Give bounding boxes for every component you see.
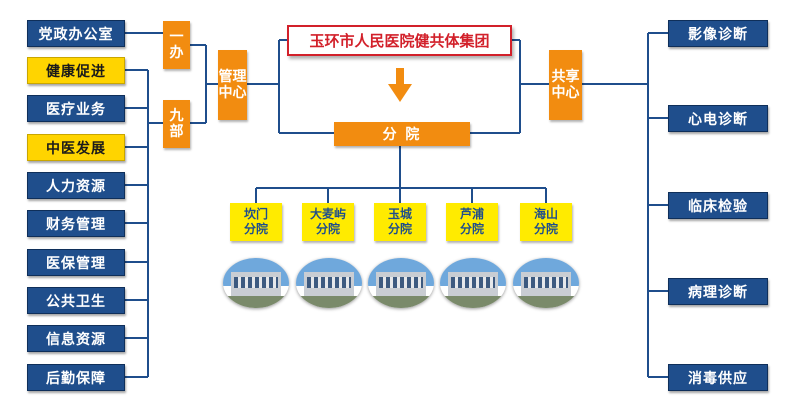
service-imaging: 影像诊断 xyxy=(668,20,768,47)
service-disinfection: 消毒供应 xyxy=(668,364,768,391)
branch-suffix: 分院 xyxy=(243,222,268,236)
branch-name: 玉城 xyxy=(387,207,412,221)
dept-tcm-development: 中医发展 xyxy=(27,134,125,161)
dept-public-health: 公共卫生 xyxy=(27,287,125,314)
branch-suffix: 分院 xyxy=(315,222,340,236)
down-arrow-icon xyxy=(388,68,412,102)
dept-medical-insurance: 医保管理 xyxy=(27,249,125,276)
group-title: 玉环市人民医院健共体集团 xyxy=(287,25,512,56)
service-lab: 临床检验 xyxy=(668,192,768,219)
branch-haishan: 海山 分院 xyxy=(520,203,572,241)
branch-suffix: 分院 xyxy=(459,222,484,236)
shared-center: 共享中心 xyxy=(549,50,582,120)
branch-suffix: 分院 xyxy=(533,222,558,236)
dept-human-resources: 人力资源 xyxy=(27,172,125,199)
service-pathology: 病理诊断 xyxy=(668,278,768,305)
branch-name: 海山 xyxy=(533,207,558,221)
dept-finance: 财务管理 xyxy=(27,210,125,237)
branch-photo-kanmen xyxy=(223,258,289,308)
branch-name: 芦浦 xyxy=(459,207,484,221)
branch-lupu: 芦浦 分院 xyxy=(446,203,498,241)
jiubu-box: 九部 xyxy=(163,100,190,148)
dept-party-office: 党政办公室 xyxy=(27,20,125,47)
management-center: 管理中心 xyxy=(218,50,247,120)
branch-damaiyu: 大麦屿 分院 xyxy=(302,203,354,241)
dept-logistics: 后勤保障 xyxy=(27,364,125,391)
branch-name: 坎门 xyxy=(243,207,268,221)
service-ecg: 心电诊断 xyxy=(668,105,768,132)
branch-photo-damaiyu xyxy=(296,258,362,308)
branch-hospitals-label: 分 院 xyxy=(334,122,470,146)
branch-photo-yucheng xyxy=(368,258,434,308)
dept-information: 信息资源 xyxy=(27,325,125,352)
dept-medical-business: 医疗业务 xyxy=(27,95,125,122)
branch-name: 大麦屿 xyxy=(309,207,346,221)
branch-photo-haishan xyxy=(513,258,579,308)
branch-photo-lupu xyxy=(440,258,506,308)
yiban-box: 一办 xyxy=(163,21,190,69)
branch-kanmen: 坎门 分院 xyxy=(230,203,282,241)
branch-suffix: 分院 xyxy=(387,222,412,236)
dept-health-promotion: 健康促进 xyxy=(27,57,125,84)
branch-yucheng: 玉城 分院 xyxy=(374,203,426,241)
